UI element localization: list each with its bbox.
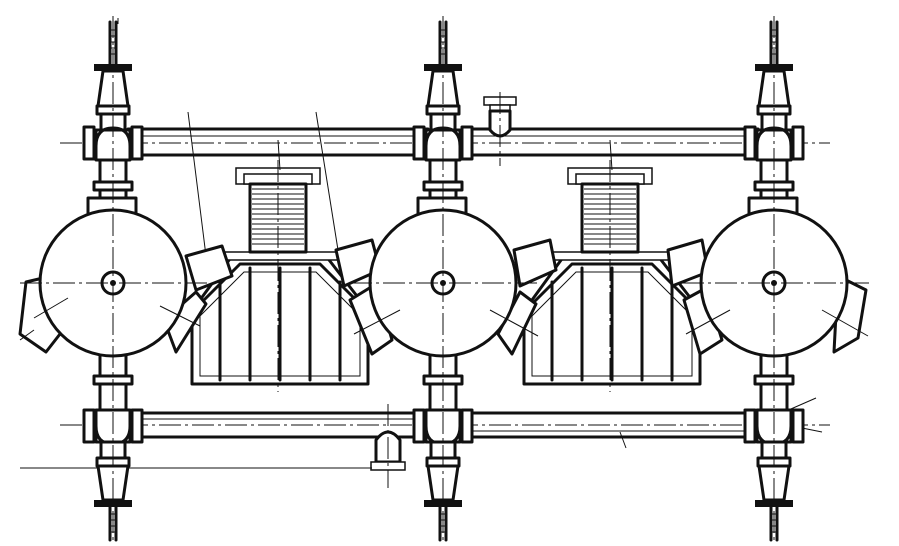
lower-pipe-run bbox=[60, 413, 830, 437]
station-middle bbox=[336, 16, 556, 544]
station-right bbox=[668, 16, 870, 544]
flue-box-right bbox=[524, 160, 700, 392]
drum-middle bbox=[336, 198, 556, 356]
drain-trap-lower bbox=[20, 404, 405, 488]
flue-box-left bbox=[192, 160, 368, 392]
upper-pipe-run bbox=[60, 129, 830, 155]
station-left bbox=[20, 16, 232, 544]
drain-trap-upper bbox=[484, 92, 516, 166]
drum-right bbox=[668, 198, 868, 356]
